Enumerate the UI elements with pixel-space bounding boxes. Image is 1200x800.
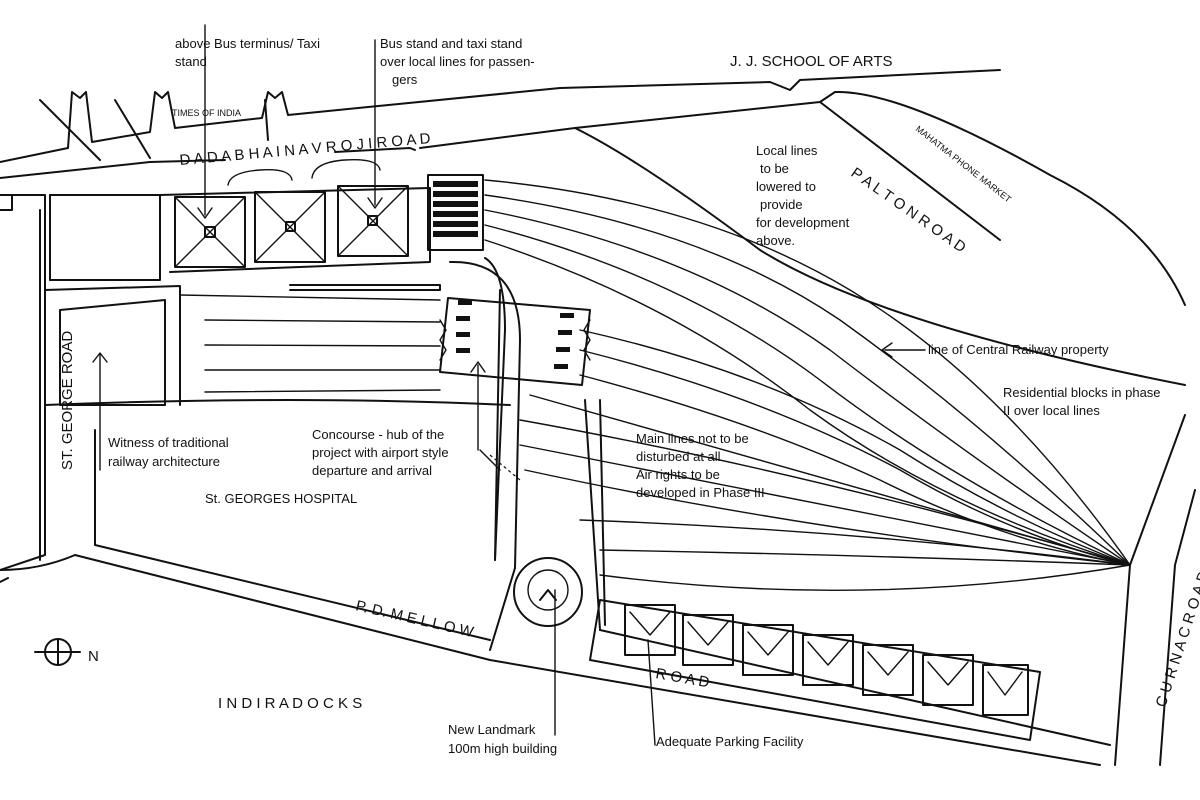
- central-railway-note: line of Central Railway property: [928, 342, 1109, 357]
- main-lines-note: Main lines not to be disturbed at all Ai…: [636, 431, 765, 500]
- pd-mellow-road-label: P. D. M E L L O W: [354, 597, 476, 641]
- jj-school-label: J. J. SCHOOL OF ARTS: [730, 53, 893, 70]
- witness-note: Witness of traditional railway architect…: [108, 435, 232, 469]
- palton-road-edges: [574, 127, 1186, 386]
- road-lower-label: R O A D: [654, 665, 710, 691]
- bus-terminus-note: above Bus terminus/ Taxi stand: [175, 36, 324, 69]
- st-georges-hospital-label: St. GEORGES HOSPITAL: [205, 491, 357, 506]
- north-arrow-icon: [34, 638, 81, 666]
- concourse-note: Concourse - hub of the project with airp…: [312, 427, 452, 478]
- st-george-road-label: ST. GEORGE ROAD: [59, 331, 76, 470]
- landmark-note: New Landmark 100m high building: [448, 722, 557, 756]
- railway-tracks: [44, 179, 1131, 591]
- parking-blocks: [589, 599, 1041, 741]
- palton-road-label: P A L T O N R O A D: [848, 164, 969, 256]
- concourse-building: [439, 297, 591, 386]
- bus-terminus-pyramids: [174, 185, 409, 268]
- jj-school-boundary: [819, 90, 1186, 306]
- times-of-india-label: TIMES OF INDIA: [172, 108, 241, 118]
- parking-note: Adequate Parking Facility: [656, 734, 804, 749]
- st-george-road: [0, 194, 46, 571]
- residential-note: Residential blocks in phase II over loca…: [1003, 385, 1164, 418]
- north-label: N: [88, 648, 99, 665]
- parking-grid-structure: [427, 174, 484, 251]
- access-ramp: [449, 257, 521, 651]
- curnac-road: [1114, 414, 1196, 766]
- curnac-road-label: C U R N A C R O A D: [1153, 569, 1200, 709]
- landmark-tower: [513, 557, 583, 627]
- indira-docks-label: I N D I R A D O C K S: [218, 695, 362, 712]
- local-lines-note: Local lines to be lowered to provide for…: [756, 143, 853, 248]
- annotation-arrows: [92, 24, 926, 746]
- dadabhai-naoroji-road: [0, 69, 1001, 241]
- hospital-boundary: [94, 399, 606, 631]
- dadabhai-road-label: D A D A B H A I N A V R O J I R O A D: [179, 130, 431, 169]
- pd-mellow-road: [0, 544, 1111, 766]
- bus-stand-note: Bus stand and taxi stand over local line…: [380, 36, 538, 87]
- mahatma-phone-market-label: MAHATMA PHONE MARKET: [914, 124, 1014, 205]
